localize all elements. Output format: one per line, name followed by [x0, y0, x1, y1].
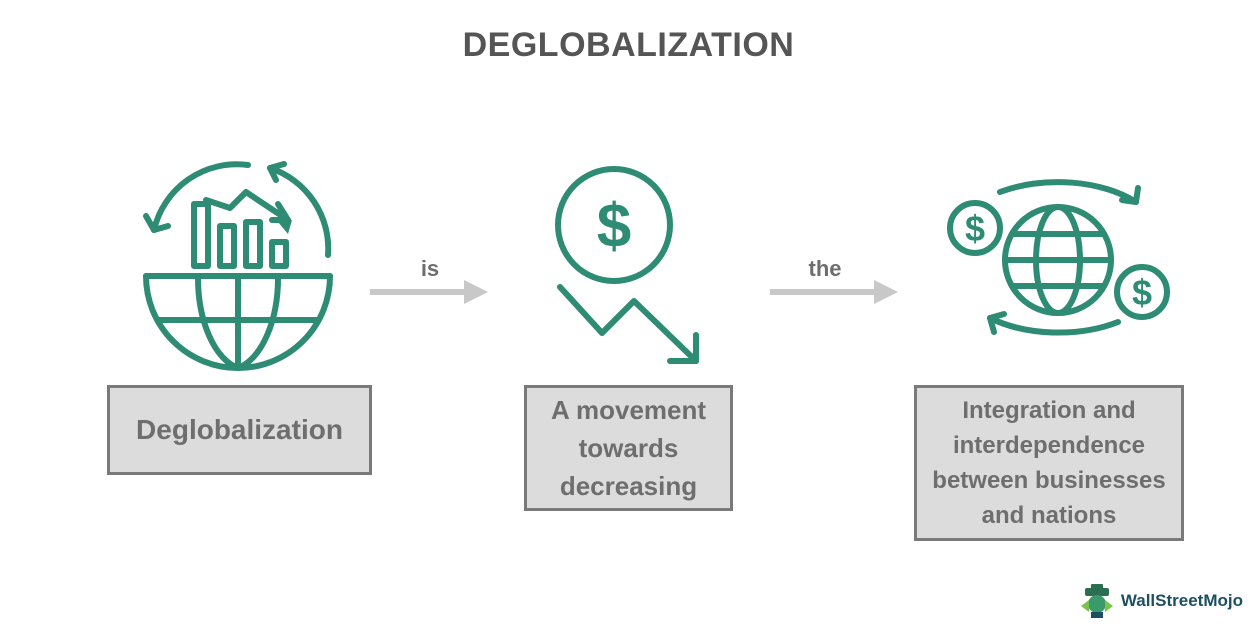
svg-text:$: $: [597, 192, 631, 261]
connector-label-the: the: [808, 256, 842, 281]
svg-text:$: $: [965, 208, 985, 249]
right-arrow-icon: [770, 280, 898, 304]
step-box-integration: Integration and interdependence between …: [914, 385, 1184, 541]
step-box-movement: A movement towards decreasing: [524, 385, 733, 511]
step-box-deglobalization: Deglobalization: [107, 385, 372, 475]
step-label-line: A movement: [550, 395, 707, 425]
step-label-line: Integration and: [962, 397, 1136, 424]
page-title: DEGLOBALIZATION: [462, 26, 795, 64]
step-label-line: towards: [578, 433, 679, 463]
step-label-line: decreasing: [559, 471, 698, 501]
wallstreetmojo-logo-icon: [1080, 584, 1113, 618]
globe-currency-exchange-icon: $ $: [947, 179, 1170, 336]
step-label: Deglobalization: [136, 414, 343, 445]
right-arrow-icon: [370, 280, 488, 304]
svg-text:$: $: [1132, 272, 1152, 313]
step-label-line: and nations: [981, 502, 1117, 529]
globe-declining-chart-icon: [143, 161, 333, 371]
connector-label-is: is: [420, 256, 440, 281]
brand-name: WallStreetMojo: [1120, 591, 1243, 610]
brand-watermark: WallStreetMojo: [1079, 584, 1243, 618]
step-label-line: interdependence: [952, 432, 1146, 459]
step-label-line: between businesses: [932, 467, 1166, 494]
dollar-down-trend-icon: $: [555, 166, 699, 364]
